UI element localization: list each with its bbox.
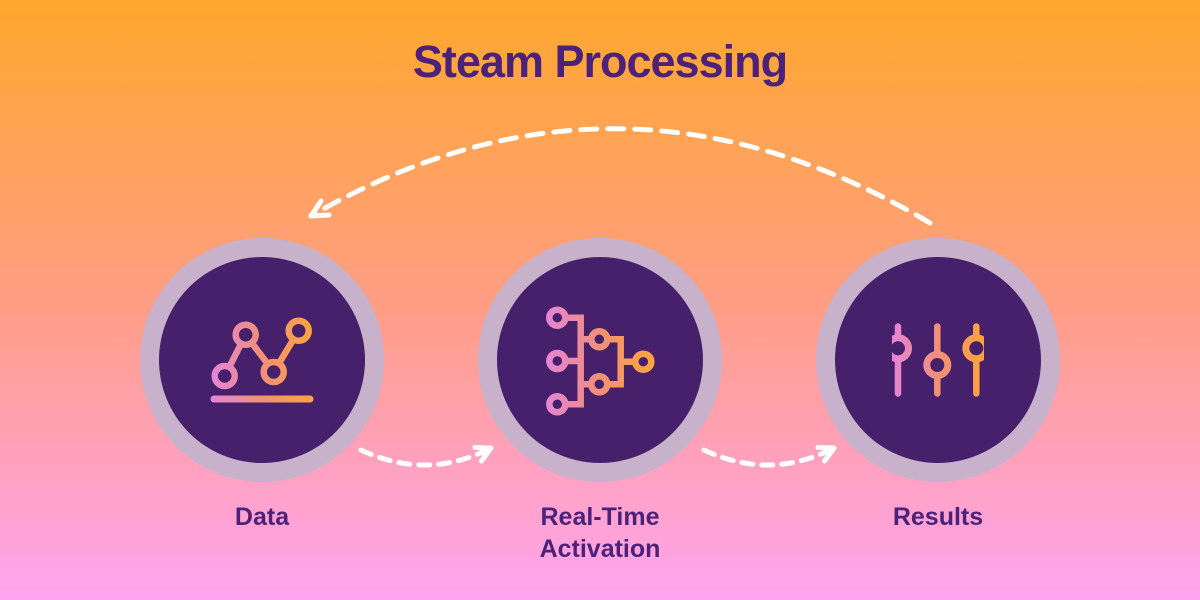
tree-network-icon [546, 305, 655, 416]
arrow-step1-to-step2 [358, 445, 494, 468]
line-chart-icon [210, 317, 314, 403]
arrow-step1-to-step2-head-icon [472, 445, 494, 464]
step-circle-real-time-activation [478, 238, 722, 482]
step-circle-data [140, 238, 384, 482]
loop-back-arrowhead-icon [308, 198, 332, 219]
sliders-icon [892, 323, 984, 397]
arrow-step2-to-step3 [701, 445, 837, 468]
step-label-data: Data [234, 503, 290, 531]
step-label-results: Results [892, 503, 984, 531]
page-title: Steam Processing [412, 36, 788, 87]
step-label-real-time-activation: Real-Time Activation [539, 503, 661, 563]
arrow-step2-to-step3-head-icon [815, 445, 837, 464]
step-circle-results [816, 238, 1060, 482]
loop-back-arrow [308, 126, 933, 226]
